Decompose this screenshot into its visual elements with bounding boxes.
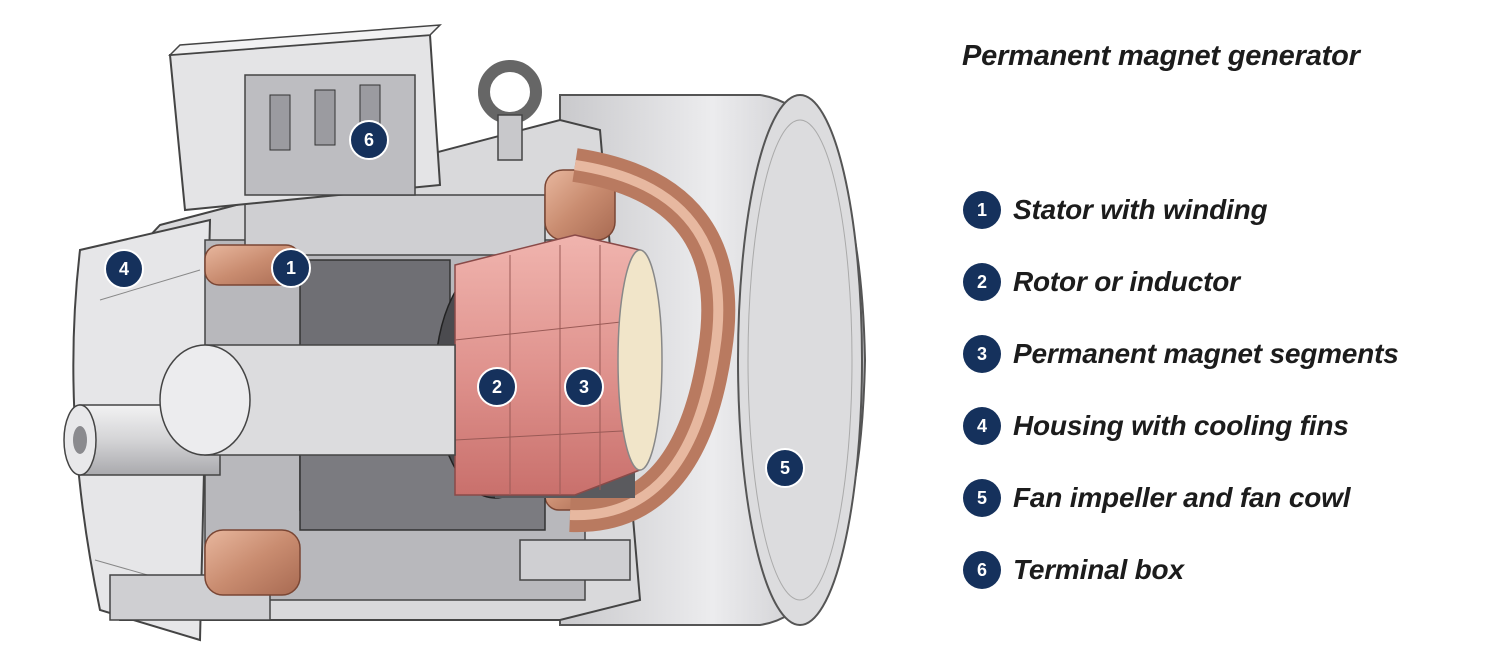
legend-item-5: 5 Fan impeller and fan cowl xyxy=(963,478,1399,518)
callout-marker-4: 4 xyxy=(104,249,144,289)
callout-marker-2-number: 2 xyxy=(492,377,502,397)
callout-marker-5-number: 5 xyxy=(780,458,790,478)
legend-label-4: Housing with cooling fins xyxy=(1013,410,1349,441)
legend-item-2: 2 Rotor or inductor xyxy=(963,262,1399,302)
stator-winding xyxy=(204,148,736,596)
legend-label-3: Permanent magnet segments xyxy=(1013,338,1399,369)
callout-marker-1: 1 xyxy=(271,248,311,288)
callout-marker-3: 3 xyxy=(564,367,604,407)
legend-item-6: 6 Terminal box xyxy=(963,550,1399,590)
legend: 1 Stator with winding 2 Rotor or inducto… xyxy=(963,190,1399,622)
callout-marker-3-number: 3 xyxy=(579,377,589,397)
generator-cutaway-illustration: 1 2 3 4 5 6 xyxy=(63,24,867,642)
legend-badge-1: 1 xyxy=(963,191,1001,229)
legend-item-3: 3 Permanent magnet segments xyxy=(963,334,1399,374)
callout-marker-6: 6 xyxy=(349,120,389,160)
legend-label-1: Stator with winding xyxy=(1013,194,1268,225)
legend-label-6: Terminal box xyxy=(1013,554,1184,585)
legend-badge-4: 4 xyxy=(963,407,1001,445)
shaft xyxy=(63,344,456,476)
legend-badge-2: 2 xyxy=(963,263,1001,301)
legend-label-5: Fan impeller and fan cowl xyxy=(1013,482,1351,513)
legend-item-4: 4 Housing with cooling fins xyxy=(963,406,1399,446)
legend-item-1: 1 Stator with winding xyxy=(963,190,1399,230)
callout-marker-4-number: 4 xyxy=(119,259,129,279)
terminal-box xyxy=(168,24,442,212)
legend-badge-6: 6 xyxy=(963,551,1001,589)
legend-badge-3: 3 xyxy=(963,335,1001,373)
diagram-title: Permanent magnet generator xyxy=(962,40,1360,72)
rotor xyxy=(434,234,663,499)
legend-badge-5: 5 xyxy=(963,479,1001,517)
callout-marker-1-number: 1 xyxy=(286,258,296,278)
callout-marker-6-number: 6 xyxy=(364,130,374,150)
callout-marker-5: 5 xyxy=(765,448,805,488)
legend-label-2: Rotor or inductor xyxy=(1013,266,1240,297)
callout-marker-2: 2 xyxy=(477,367,517,407)
